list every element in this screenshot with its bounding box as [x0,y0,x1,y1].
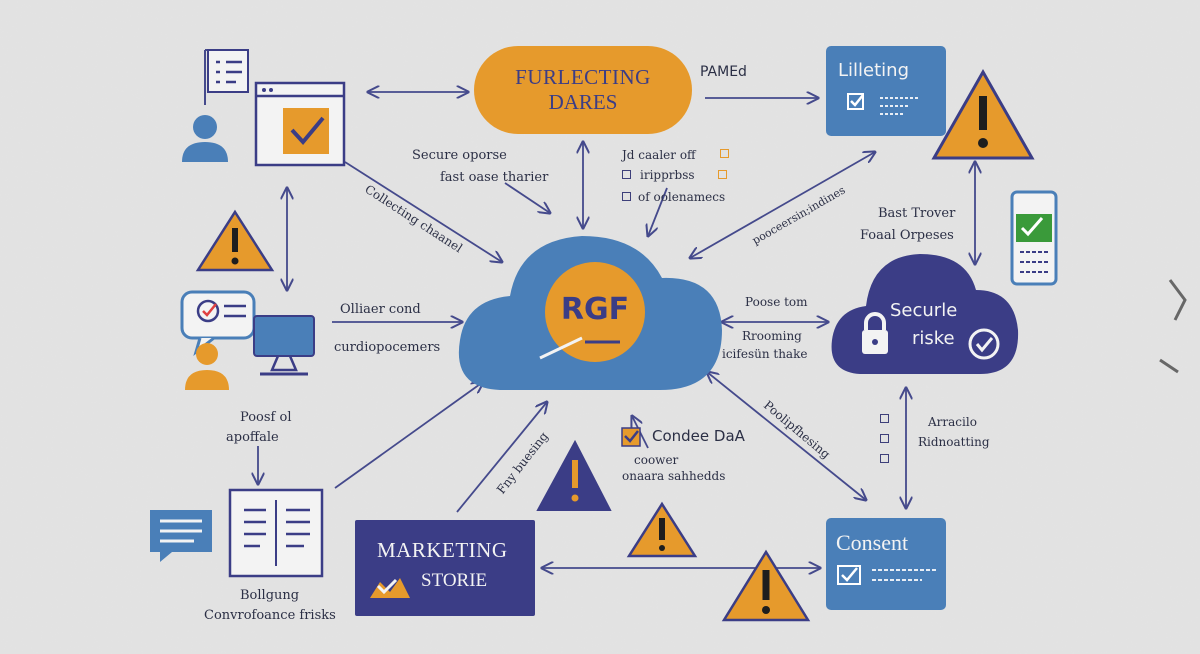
user-icon [182,115,228,162]
top-right-node-title: Lilleting [838,60,909,81]
label-checklist-3: of oolenamecs [638,190,726,204]
warning-icon [626,501,698,558]
label-condee-daa: Condee DaA [652,427,745,445]
label-coower: coower [634,453,679,467]
phone-check-icon [1010,190,1058,286]
bottom-right-node-box: Consent [826,518,946,610]
checkbox[interactable] [880,454,889,463]
arrow [456,402,547,513]
arrow [334,382,483,489]
right-node-line2: riske [912,328,955,349]
checkbox[interactable] [880,434,889,443]
document-cluster [150,488,324,578]
label-pamed: PAMEd [700,64,747,80]
checkbox[interactable] [720,149,729,158]
label-foaal-orpeses: Foaal Orpeses [860,228,954,243]
checkmark-icon [621,427,641,447]
label-fast-base: fast oase tharier [440,170,549,185]
chat-icon [180,290,256,357]
right-node-line1: Securle [890,300,958,321]
connector-arrows [258,92,975,568]
bottom-node-line1: MARKETING [377,538,508,562]
arrow [648,187,668,236]
top-node-pill: FURLECTING DARES [474,46,692,134]
label-ridnoatting: Ridnoatting [918,435,990,449]
bottom-node-box: MARKETING STORIE [355,520,535,616]
right-cloud [831,254,1019,374]
user-icon [185,343,229,390]
warning-icon [931,68,1035,160]
top-node-line1: FURLECTING [515,65,651,89]
lock-icon [862,312,888,354]
arrow [707,372,866,500]
label-rrooming: Rrooming [742,329,802,343]
checkmark-icon [968,328,1000,360]
label-checklist-1: Jd caaler off [622,148,696,162]
label-poosf: Poosf ol [240,410,292,425]
label-apoffale: apoffale [226,430,279,445]
center-cloud [458,236,722,390]
arrow [690,152,875,258]
checkbox[interactable] [718,170,727,179]
bottom-right-node-title: Consent [836,530,909,555]
marketing-badge-overlay [370,578,410,598]
label-onaara: onaara sahhedds [622,469,726,483]
warning-icon [721,549,811,622]
document-icon [228,488,324,578]
chat-monitor-cluster [180,290,315,390]
arrow [504,182,550,213]
label-secure-opose: Secure oporse [412,148,507,163]
label-tofeson-thake: icifesün thake [722,347,808,361]
monitor-icon [253,315,315,376]
center-node-label: RGF [560,292,630,327]
label-cutdio: curdiopocemers [334,340,441,355]
warning-icon [536,439,612,511]
browser-check-icon [254,81,346,167]
label-bast-trover: Bast Trover [878,206,956,221]
label-bollgung: Bollgung [240,588,300,603]
warning-icon [195,209,275,272]
chat-icon [150,510,212,562]
top-right-box-overlay [847,93,918,115]
checkbox[interactable] [880,414,889,423]
top-node-line2: DARES [548,90,618,114]
top-right-node-box: Lilleting [826,46,946,136]
label-convrofance: Convrofoance frisks [204,608,336,623]
checkbox[interactable] [622,170,631,179]
label-olliaer-cond: Olliaer cond [340,302,421,317]
label-arracilo: Arracilo [928,415,977,429]
checkbox[interactable] [622,192,631,201]
label-checklist-2: iripprbss [640,168,695,182]
bottom-node-line2: STORIE [421,570,488,591]
arrow [344,161,502,262]
label-poose-tom: Poose tom [745,295,808,309]
arrow [539,336,583,360]
consent-box-overlay [837,565,936,585]
user-browser-cluster [182,49,346,167]
